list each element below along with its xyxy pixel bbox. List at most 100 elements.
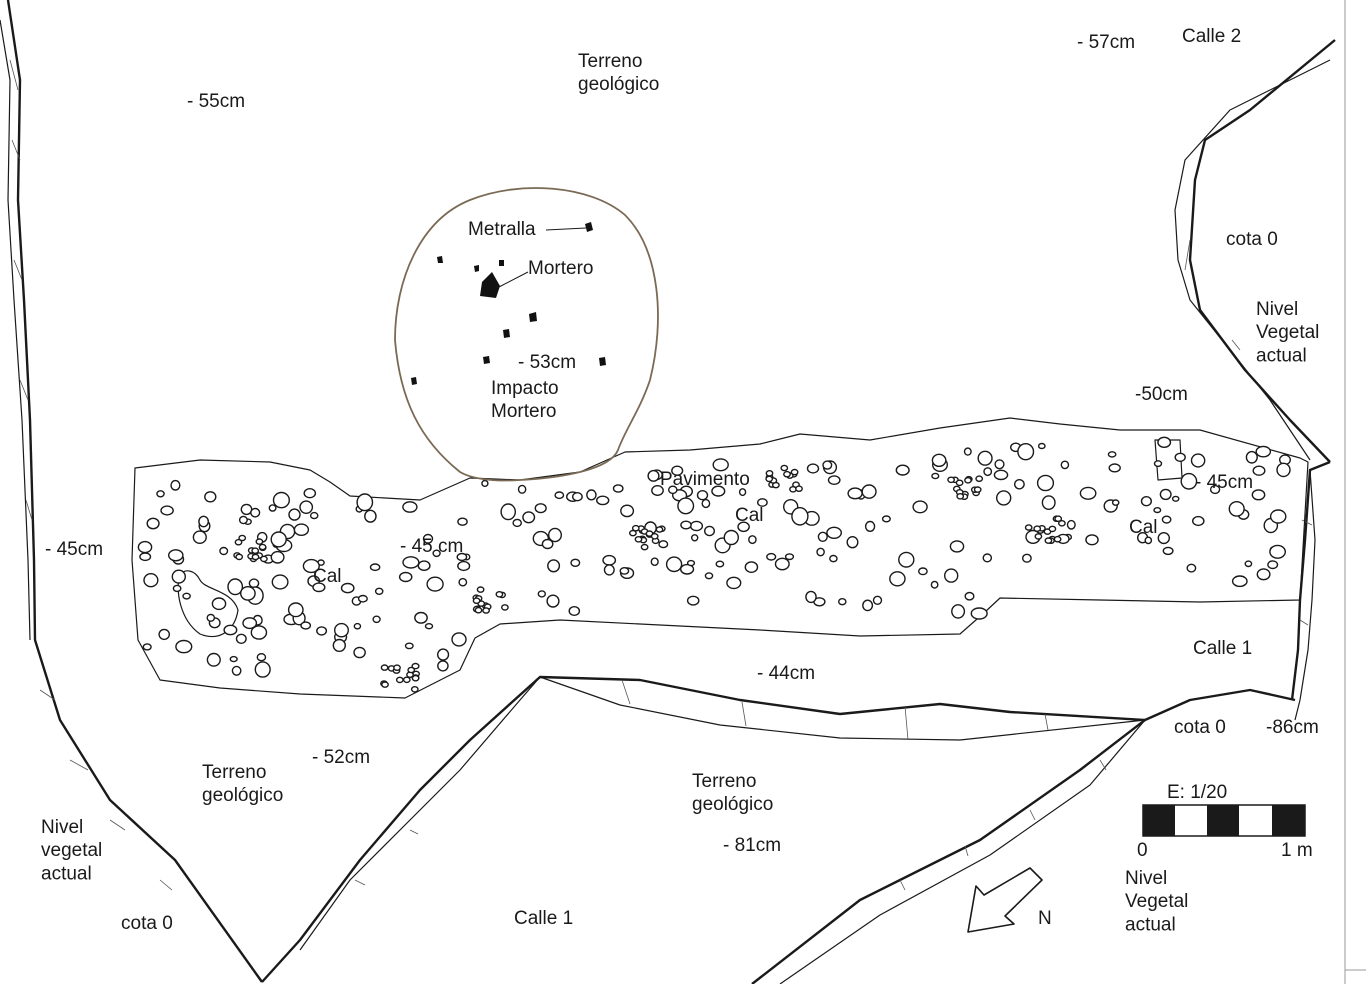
stone (1048, 525, 1057, 533)
stone (1060, 460, 1070, 470)
stone (757, 498, 768, 507)
stone (1044, 537, 1053, 544)
stone (250, 507, 261, 518)
stone (1033, 525, 1042, 533)
stone (704, 572, 714, 580)
stone (457, 517, 468, 526)
stone (251, 547, 260, 555)
stone (570, 558, 581, 567)
stone (1267, 560, 1279, 570)
left-wall (0, 0, 263, 983)
shrapnel-fragment (411, 377, 417, 385)
stone (235, 553, 244, 561)
stone (1157, 531, 1171, 545)
stone (951, 604, 966, 619)
stone (235, 633, 247, 644)
stone (250, 625, 268, 640)
scale-bar: E: 1/20 0 1 m (1137, 782, 1313, 861)
stone (268, 504, 277, 512)
stone (426, 576, 444, 592)
stone (634, 536, 643, 543)
stone (829, 554, 838, 563)
stone (541, 538, 554, 550)
depth-50: -50cm (1135, 384, 1188, 405)
stone (931, 472, 940, 480)
stone (474, 606, 483, 614)
stone (1161, 515, 1172, 524)
stone (238, 515, 248, 525)
stone (1171, 495, 1180, 502)
stone (472, 597, 481, 605)
mortero-label: Mortero (528, 258, 593, 279)
stone (994, 459, 1005, 470)
stone (895, 464, 910, 476)
stone (254, 661, 271, 678)
stone (142, 643, 152, 651)
stone (602, 554, 617, 566)
stone (139, 552, 152, 562)
stone (1014, 478, 1025, 490)
stone (1180, 472, 1198, 490)
stone (256, 653, 267, 662)
stone (846, 536, 859, 549)
stone (417, 560, 431, 572)
stone (711, 485, 726, 497)
stone (783, 470, 791, 478)
stone (679, 563, 695, 575)
stone (1144, 536, 1153, 545)
stone (1037, 442, 1046, 450)
stone (372, 615, 381, 624)
stone (374, 587, 384, 595)
stone (288, 508, 301, 521)
stone (918, 567, 928, 576)
stone (432, 549, 441, 558)
stone (211, 597, 227, 611)
stone (822, 460, 833, 470)
stone (437, 660, 449, 672)
stone (546, 594, 560, 608)
stone (712, 458, 729, 472)
stone (737, 521, 750, 533)
depth-44: - 44cm (757, 663, 815, 684)
stone (170, 479, 181, 491)
stone (1162, 546, 1174, 556)
shrapnel-fragment (474, 265, 479, 272)
stone (500, 604, 509, 611)
shrapnel-fragment (529, 312, 537, 322)
stone (402, 556, 420, 569)
stone (931, 453, 947, 467)
stone (889, 571, 906, 587)
depth-55: - 55cm (187, 91, 245, 112)
stone (586, 489, 597, 501)
shrapnel-fragment (585, 222, 593, 232)
stone (219, 546, 229, 556)
scale-max: 1 m (1281, 840, 1313, 861)
calle-1-right: Calle 1 (1193, 638, 1252, 659)
stone (996, 490, 1012, 506)
pavement-hole-left (177, 570, 239, 638)
stone (456, 552, 468, 562)
stone (1244, 560, 1253, 568)
stone (316, 626, 328, 636)
stone (993, 469, 1009, 481)
stone (248, 578, 260, 589)
stone (680, 520, 692, 530)
stone (691, 534, 699, 542)
stone (715, 560, 725, 568)
stone (270, 531, 287, 548)
stone (500, 503, 517, 521)
stone (353, 622, 362, 630)
stone (1251, 489, 1266, 501)
stone (512, 518, 523, 528)
stone (791, 506, 809, 526)
stone (640, 543, 649, 551)
stone (175, 639, 193, 654)
stone (1256, 568, 1271, 581)
stone (364, 509, 377, 523)
stone (668, 485, 678, 495)
stone (1034, 533, 1043, 540)
